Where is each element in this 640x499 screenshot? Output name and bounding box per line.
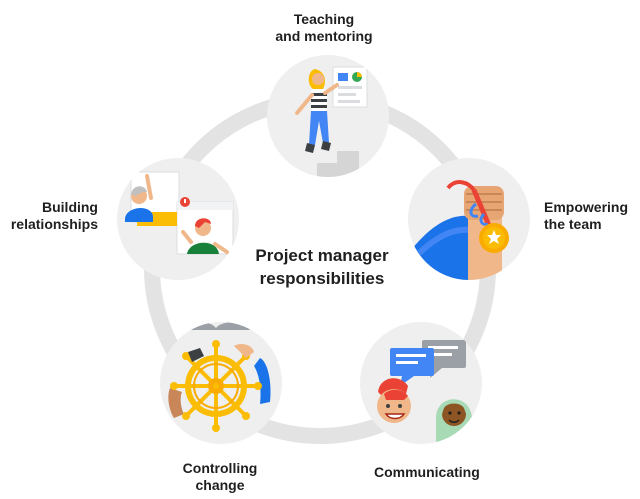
ship-wheel-icon [168, 322, 271, 432]
two-people-talking-icon [377, 340, 472, 444]
node-empowering [408, 158, 530, 280]
diagram-title: Project manager responsibilities [255, 246, 389, 288]
node-teaching [267, 55, 389, 177]
label-teaching-and-mentoring: Teaching and mentoring [275, 11, 373, 44]
node-building-relationships [117, 158, 239, 280]
node-controlling-change [160, 322, 282, 444]
label-communicating: Communicating [374, 464, 480, 480]
label-controlling-change: Controlling change [182, 460, 258, 493]
label-empowering-the-team: Empowering the team [544, 199, 629, 232]
label-building-relationships: Building relationships [10, 199, 98, 232]
node-communicating [360, 322, 482, 444]
video-call-icon [125, 171, 234, 255]
fist-with-medal-icon [408, 180, 509, 280]
teacher-at-whiteboard-icon [295, 66, 368, 177]
